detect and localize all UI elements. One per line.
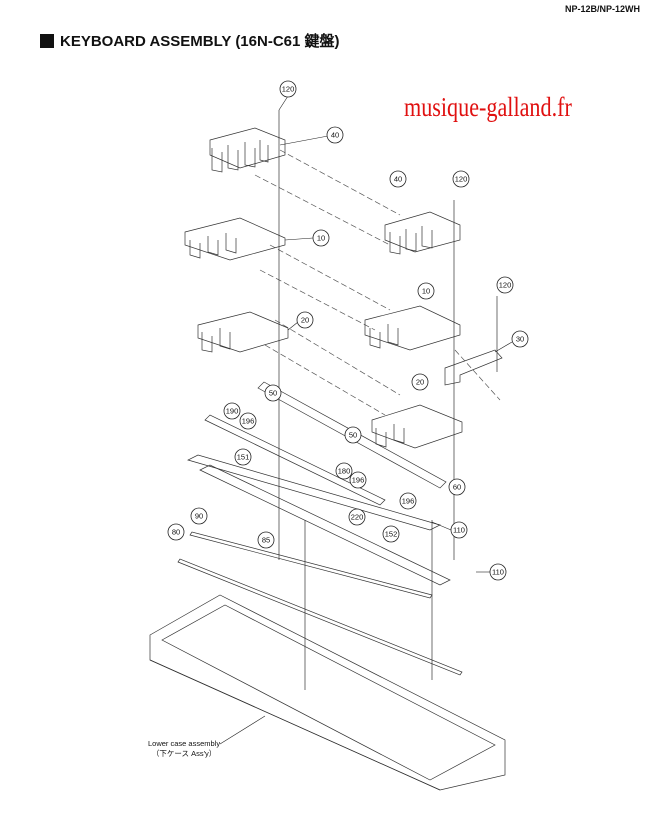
svg-text:50: 50 — [349, 431, 357, 440]
lower-case-label-jp: （下ケース Ass'y） — [151, 749, 217, 758]
callout-120-a: 120 — [278, 80, 297, 111]
svg-text:120: 120 — [499, 281, 512, 290]
svg-text:110: 110 — [492, 568, 504, 577]
callout-20-b: 20 — [411, 373, 429, 391]
callout-120-b: 120 — [452, 170, 470, 188]
callout-220: 220 — [348, 508, 366, 526]
svg-text:40: 40 — [394, 175, 402, 184]
callout-190: 190 — [223, 402, 241, 420]
svg-text:120: 120 — [282, 85, 295, 94]
key-group-10-right — [364, 305, 461, 351]
callout-196-b: 196 — [349, 471, 367, 489]
part-30-bracket — [444, 349, 503, 386]
callout-80: 80 — [167, 523, 185, 541]
part-80-bar — [177, 558, 463, 676]
title-bullet-square — [40, 33, 54, 48]
part-90-bar — [189, 531, 433, 599]
svg-text:80: 80 — [172, 528, 180, 537]
callout-90: 90 — [190, 507, 208, 525]
callout-196-a: 196 — [239, 412, 257, 430]
lower-case-outline — [149, 594, 506, 791]
svg-text:220: 220 — [351, 513, 364, 522]
svg-text:85: 85 — [262, 536, 270, 545]
svg-text:30: 30 — [516, 335, 524, 344]
title-text: KEYBOARD ASSEMBLY (16N-C61 鍵盤) — [60, 33, 340, 50]
svg-text:196: 196 — [402, 497, 415, 506]
part-151-frame — [187, 454, 441, 531]
callout-85: 85 — [257, 531, 275, 549]
key-group-40-left — [209, 127, 286, 173]
callout-151: 151 — [234, 448, 252, 466]
svg-text:180: 180 — [338, 467, 351, 476]
key-group-40-right — [384, 211, 461, 255]
svg-text:110: 110 — [453, 526, 465, 535]
callout-40-a: 40 — [279, 126, 344, 146]
svg-text:90: 90 — [195, 512, 203, 521]
page-title: KEYBOARD ASSEMBLY (16N-C61 鍵盤) — [40, 30, 340, 51]
key-group-10-left — [184, 217, 286, 261]
callout-set: 120 40 40 120 10 120 10 20 30 20 50 190 … — [167, 80, 529, 581]
svg-text:10: 10 — [317, 234, 325, 243]
callout-10-a: 10 — [284, 229, 330, 247]
callout-110-a: 110 — [431, 521, 468, 539]
part-152-rail — [199, 464, 451, 586]
callout-50-b: 50 — [344, 426, 362, 444]
key-group-20-right — [371, 404, 463, 449]
lower-case-label-en: Lower case assembly — [148, 739, 221, 748]
case-leader-line — [219, 715, 266, 745]
callout-50-a: 50 — [264, 384, 282, 402]
svg-text:10: 10 — [422, 287, 430, 296]
svg-text:20: 20 — [416, 378, 424, 387]
svg-text:190: 190 — [226, 407, 239, 416]
model-number: NP-12B/NP-12WH — [564, 4, 640, 14]
callout-20-a: 20 — [287, 311, 314, 331]
callout-40-b: 40 — [389, 170, 407, 188]
svg-text:196: 196 — [352, 476, 365, 485]
callout-60: 60 — [448, 478, 466, 496]
svg-text:50: 50 — [269, 389, 277, 398]
lower-case-label: Lower case assembly （下ケース Ass'y） — [148, 739, 220, 759]
svg-text:60: 60 — [453, 483, 461, 492]
part-190-strip — [204, 414, 386, 506]
callout-10-b: 10 — [417, 282, 435, 300]
key-group-20-left — [197, 311, 289, 353]
callout-152: 152 — [382, 525, 400, 543]
svg-text:20: 20 — [301, 316, 309, 325]
callout-180: 180 — [335, 462, 353, 480]
svg-text:120: 120 — [455, 175, 468, 184]
callout-196-c: 196 — [399, 492, 417, 510]
callout-110-b: 110 — [476, 563, 507, 581]
svg-text:40: 40 — [331, 131, 339, 140]
svg-text:152: 152 — [385, 530, 398, 539]
watermark-text: musique-galland.fr — [404, 92, 572, 122]
svg-text:196: 196 — [242, 417, 255, 426]
svg-text:151: 151 — [237, 453, 250, 462]
callout-120-c: 120 — [496, 276, 514, 294]
part-50-strip — [257, 381, 447, 489]
callout-30: 30 — [494, 330, 529, 353]
